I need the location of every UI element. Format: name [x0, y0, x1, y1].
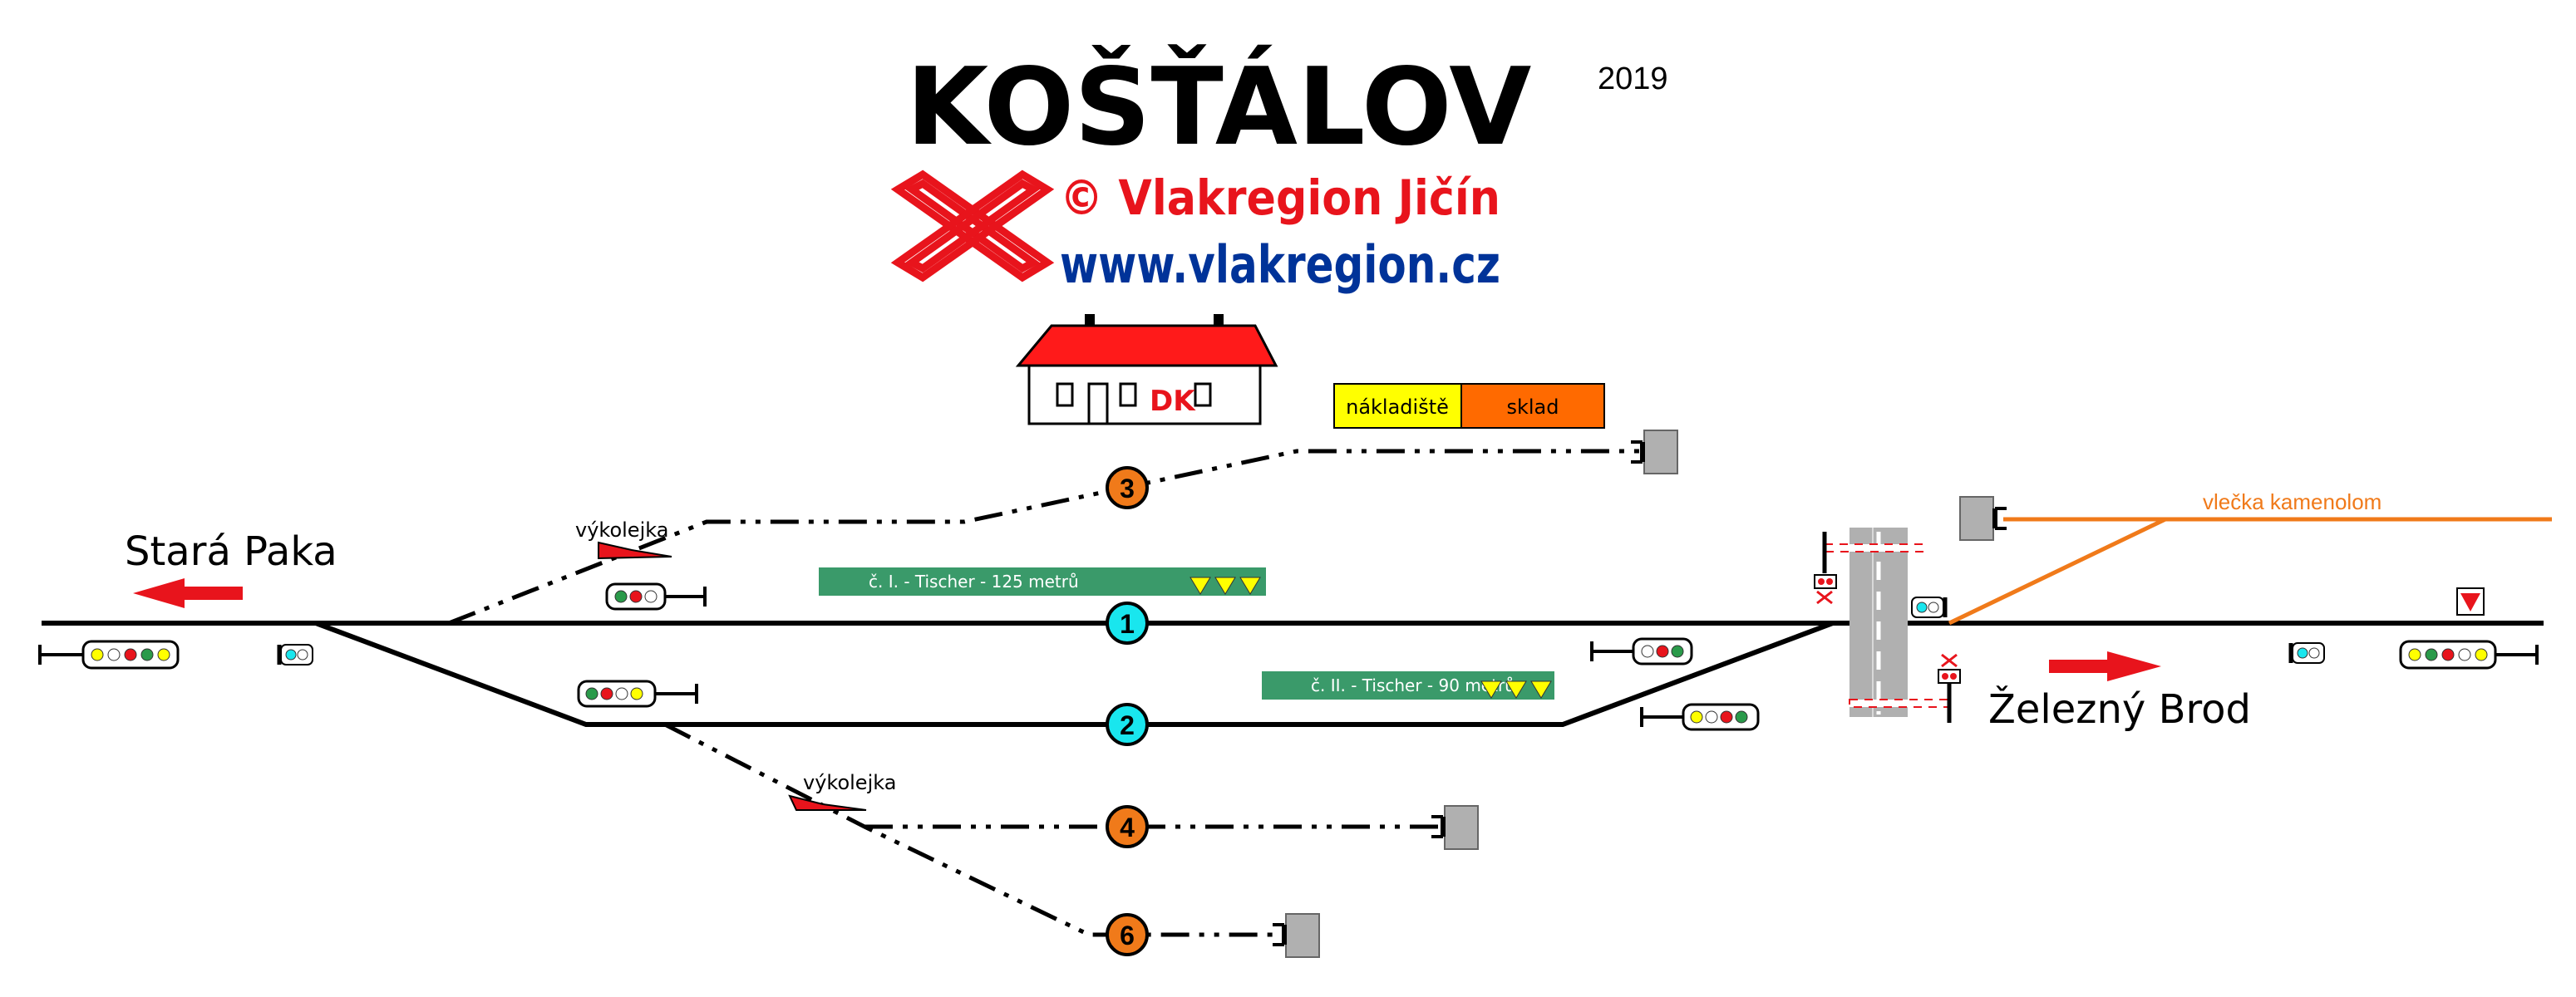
- station-building: DK: [1015, 314, 1278, 425]
- platform-marker-icon: [1480, 680, 1502, 699]
- exit-signal-track-1-left[interactable]: [605, 582, 707, 611]
- derailer-icon: [788, 794, 867, 811]
- derailer-upper: výkolejka: [575, 518, 672, 560]
- year-label: 2019: [1598, 61, 1668, 96]
- track-number-4: 4: [1120, 813, 1135, 842]
- derailer-icon: [598, 541, 672, 560]
- level-crossing: [1814, 528, 1961, 723]
- quarry-siding: [1948, 517, 2552, 626]
- crossing-x-icon: [1941, 653, 1958, 668]
- platform-2-label: č. II. - Tischer - 90 metrů: [1311, 675, 1515, 695]
- track-number-3: 3: [1120, 474, 1135, 503]
- tracks: [42, 621, 2544, 727]
- platform-1: č. I. - Tischer - 125 metrů: [819, 567, 1266, 596]
- track-badge-6[interactable]: 6: [1106, 913, 1149, 956]
- freight-area: nákladiště sklad: [1333, 383, 1605, 429]
- crossing-light-icon: [1814, 574, 1837, 589]
- crossing-barrier-bottom: [1849, 699, 1950, 708]
- loading-area-label: nákladiště: [1346, 395, 1449, 419]
- platform-marker-icon: [1530, 680, 1552, 699]
- crossing-x-icon: [1816, 590, 1833, 605]
- exit-signal-track-1-right[interactable]: [1590, 637, 1693, 665]
- building-chimney: [1214, 314, 1224, 327]
- website-link[interactable]: www.vlakregion.cz: [1060, 234, 1500, 295]
- direction-right: Železný Brod: [1988, 651, 2251, 733]
- track-2-line: [314, 621, 1835, 727]
- building-roof: [1015, 324, 1278, 367]
- entry-signal-left[interactable]: [38, 640, 180, 670]
- entry-signal-right[interactable]: [2399, 640, 2539, 670]
- exit-signal-track-2-right[interactable]: [1640, 703, 1760, 731]
- platform-2: č. II. - Tischer - 90 metrů: [1262, 671, 1554, 700]
- track-number-6: 6: [1120, 921, 1135, 950]
- track-badge-3[interactable]: 3: [1106, 466, 1149, 509]
- platform-marker-icon: [1239, 577, 1261, 595]
- track-number-2: 2: [1120, 710, 1135, 740]
- quarry-siding-label: vlečka kamenolom: [2203, 489, 2381, 514]
- shunting-signal-left[interactable]: [277, 644, 313, 665]
- shunting-signal-crossing[interactable]: [1911, 597, 1948, 618]
- building-chimney: [1085, 314, 1095, 327]
- level-crossing-logo-icon: [890, 169, 1055, 282]
- track-badge-2[interactable]: 2: [1106, 703, 1149, 746]
- derailer-lower-label: výkolejka: [803, 771, 896, 794]
- track-3-line: [448, 449, 1642, 626]
- siding-tracks: [448, 449, 1642, 937]
- buffer-stop-icon: [1959, 496, 2007, 541]
- crossing-barrier-top: [1824, 543, 1923, 553]
- platform-marker-icon: [1505, 680, 1527, 699]
- exit-signal-track-2-left[interactable]: [577, 680, 698, 708]
- copyright-label: © Vlakregion Jičín: [1060, 169, 1500, 226]
- buffer-stop-icon: [1631, 430, 1678, 474]
- track-badge-1[interactable]: 1: [1106, 602, 1149, 645]
- building-window: [1194, 382, 1212, 407]
- direction-left: Stará Paka: [125, 528, 337, 608]
- platform-marker-icon: [1214, 577, 1236, 595]
- building-door: [1087, 382, 1109, 425]
- building-label: DK: [1150, 385, 1196, 418]
- warehouse-box: [1460, 383, 1605, 429]
- derailer-upper-label: výkolejka: [575, 518, 668, 542]
- crossing-light-icon: [1938, 669, 1961, 684]
- platform-1-label: č. I. - Tischer - 125 metrů: [869, 572, 1079, 592]
- shunting-signal-right[interactable]: [2288, 642, 2325, 664]
- station-title: KOŠŤÁLOV: [906, 45, 1531, 169]
- derailer-lower: výkolejka: [788, 771, 896, 811]
- buffer-stops: [1273, 430, 2007, 958]
- buffer-stop-icon: [1273, 913, 1320, 958]
- building-window: [1056, 382, 1074, 407]
- platform-marker-icon: [1189, 577, 1211, 595]
- arrow-left-icon: [133, 578, 243, 608]
- direction-right-label: Železný Brod: [1988, 685, 2251, 733]
- direction-left-label: Stará Paka: [125, 528, 337, 575]
- building-window: [1119, 382, 1137, 407]
- warehouse-label: sklad: [1506, 395, 1559, 419]
- track-lower-branch: [663, 722, 1280, 937]
- buffer-stop-icon: [1431, 805, 1479, 850]
- arrow-right-icon: [2049, 651, 2161, 681]
- track-number-1: 1: [1120, 609, 1135, 639]
- warning-triangle-sign-icon: [2456, 587, 2485, 616]
- track-badge-4[interactable]: 4: [1106, 805, 1149, 848]
